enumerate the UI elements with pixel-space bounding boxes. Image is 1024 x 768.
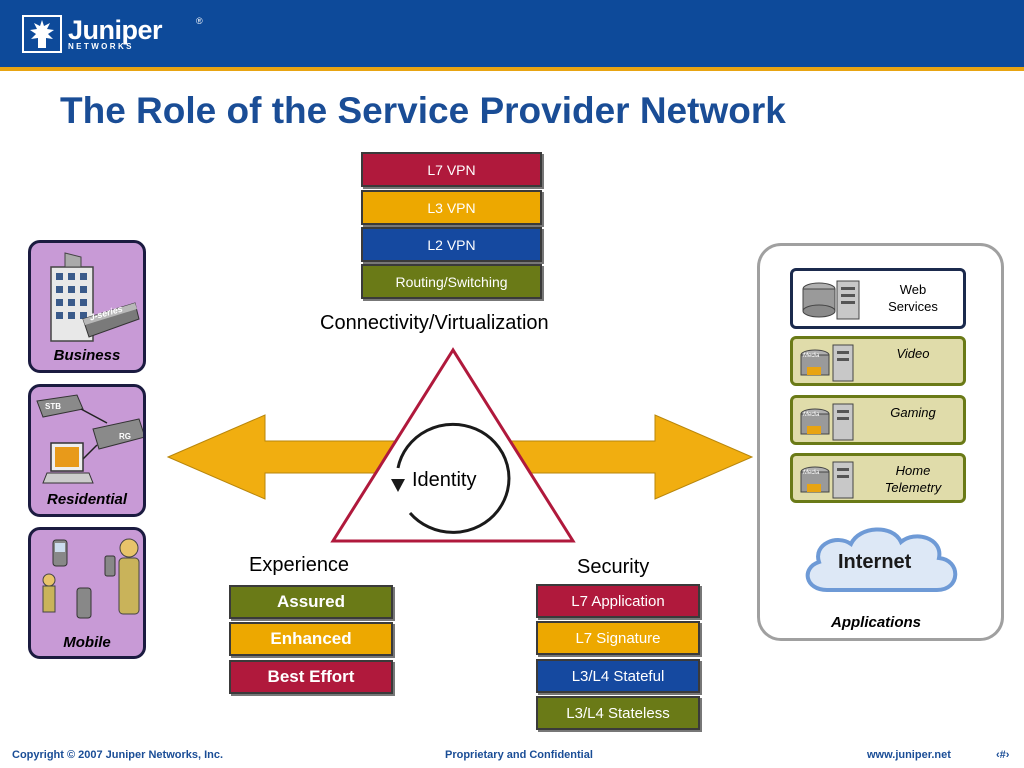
mobile-box: Mobile <box>28 527 146 659</box>
residential-box: STB RG Residential <box>28 384 146 517</box>
security-l3l4-stateful: L3/L4 Stateful <box>536 659 700 693</box>
experience-label: Best Effort <box>267 667 355 686</box>
identity-label: Identity <box>412 469 477 491</box>
media-tag: Media <box>803 412 820 418</box>
experience-enhanced: Enhanced <box>229 622 393 656</box>
media-server-icon <box>800 344 854 382</box>
security-l3l4-stateless: L3/L4 Stateless <box>536 696 700 730</box>
media-server-icon <box>800 461 854 499</box>
video-label: Video <box>863 345 963 362</box>
logo-subtitle: NETWORKS <box>68 42 134 51</box>
layer-label: Routing/Switching <box>395 273 508 290</box>
app-label-line1: Gaming <box>890 405 936 420</box>
app-web-services: Web Services <box>790 268 966 329</box>
app-label-line2: Services <box>888 299 938 314</box>
layer-label: L3 VPN <box>427 199 476 216</box>
connectivity-heading: Connectivity/Virtualization <box>320 312 549 334</box>
triangle-outline <box>330 347 576 543</box>
juniper-logo: Juniper NETWORKS ® <box>22 14 203 54</box>
media-server-icon <box>800 403 854 441</box>
layer-l7-vpn: L7 VPN <box>361 152 542 187</box>
app-home-telemetry: Media Home Telemetry <box>790 453 966 503</box>
app-gaming: Media Gaming <box>790 395 966 445</box>
experience-heading: Experience <box>249 554 350 576</box>
security-label: L7 Signature <box>575 629 661 647</box>
logo-name: Juniper <box>68 15 163 45</box>
footer-copyright: Copyright © 2007 Juniper Networks, Inc. <box>12 749 224 761</box>
app-label-line1: Web <box>899 282 927 297</box>
mobile-users-icon <box>42 538 140 619</box>
app-label-line1: Home <box>895 463 931 478</box>
experience-label: Enhanced <box>270 629 352 648</box>
business-box: J-series Business <box>28 240 146 373</box>
media-tag: Media <box>803 470 820 476</box>
footer-page-number: ‹#› <box>996 749 1010 761</box>
layer-label: L2 VPN <box>427 236 476 253</box>
business-label: Business <box>53 347 121 364</box>
layer-l2-vpn: L2 VPN <box>361 227 542 262</box>
slide-title: The Role of the Service Provider Network <box>60 90 786 131</box>
stb-tag: STB <box>45 402 61 411</box>
loop-arrowhead-icon <box>391 479 405 492</box>
security-heading: Security <box>577 556 650 578</box>
experience-best-effort: Best Effort <box>229 660 393 694</box>
layer-routing-switching: Routing/Switching <box>361 264 542 299</box>
experience-assured: Assured <box>229 585 393 619</box>
home-telemetry-label: Home Telemetry <box>863 462 963 496</box>
web-services-label: Web Services <box>863 281 963 315</box>
app-video: Media Video <box>790 336 966 386</box>
security-label: L3/L4 Stateful <box>571 667 665 685</box>
registered-mark: ® <box>196 16 203 26</box>
office-building-icon <box>50 252 140 342</box>
header-bar <box>0 0 1024 67</box>
security-l7-signature: L7 Signature <box>536 621 700 655</box>
app-label-line2: Telemetry <box>884 480 942 495</box>
layer-l3-vpn: L3 VPN <box>361 190 542 225</box>
tree-logo-icon <box>22 15 62 53</box>
identity-loop-icon <box>396 422 511 534</box>
gaming-label: Gaming <box>863 404 963 421</box>
residential-label: Residential <box>46 491 128 508</box>
footer-confidential: Proprietary and Confidential <box>445 749 593 761</box>
internet-cloud-icon <box>805 527 958 592</box>
web-server-icon <box>802 280 860 320</box>
security-l7-application: L7 Application <box>536 584 700 618</box>
footer-url: www.juniper.net <box>867 749 951 761</box>
app-label-line1: Video <box>896 346 930 361</box>
rg-tag: RG <box>119 432 131 441</box>
mobile-label: Mobile <box>63 634 111 651</box>
experience-label: Assured <box>276 592 346 611</box>
layer-label: L7 VPN <box>427 161 476 178</box>
security-label: L7 Application <box>571 592 665 610</box>
media-tag: Media <box>803 353 820 359</box>
home-devices-icon <box>36 394 143 484</box>
security-label: L3/L4 Stateless <box>566 704 670 722</box>
internet-label: Internet <box>838 551 912 573</box>
header-stripe <box>0 67 1024 71</box>
applications-label: Applications <box>831 614 922 631</box>
